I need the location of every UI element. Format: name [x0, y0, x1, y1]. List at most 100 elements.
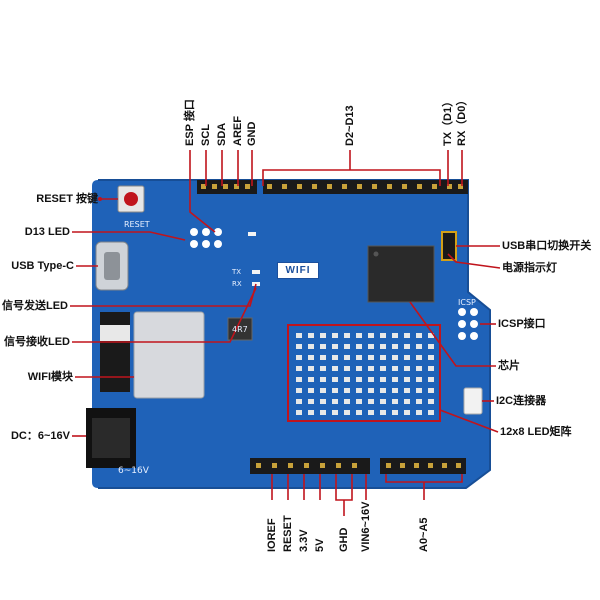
matrix-led: [308, 344, 314, 349]
matrix-led: [380, 388, 386, 393]
matrix-led: [428, 366, 434, 371]
matrix-led: [296, 388, 302, 393]
matrix-led: [392, 377, 398, 382]
matrix-led: [320, 333, 326, 338]
label-d2-d13: D2~D13: [344, 105, 356, 146]
main-chip: [367, 245, 435, 303]
matrix-led: [380, 377, 386, 382]
label-led-matrix: 12x8 LED矩阵: [500, 426, 572, 438]
matrix-led: [368, 399, 374, 404]
label-icsp: ICSP接口: [498, 318, 546, 330]
matrix-led: [428, 410, 434, 415]
matrix-led: [368, 410, 374, 415]
matrix-led: [320, 344, 326, 349]
matrix-led: [356, 399, 362, 404]
label-3v3: 3.3V: [298, 529, 310, 552]
label-5v: 5V: [314, 538, 326, 552]
matrix-led: [308, 333, 314, 338]
board-text-inductor: 4R7: [232, 325, 248, 334]
matrix-led: [320, 399, 326, 404]
matrix-led: [392, 410, 398, 415]
label-gnd: GND: [246, 121, 258, 146]
matrix-led: [416, 410, 422, 415]
matrix-led: [296, 344, 302, 349]
matrix-led: [368, 366, 374, 371]
label-a0-a5: A0~A5: [418, 517, 430, 552]
label-vin: VIN6~16V: [360, 501, 372, 552]
matrix-led: [380, 333, 386, 338]
label-tx-led: 信号发送LED: [2, 300, 68, 312]
matrix-led: [308, 377, 314, 382]
board-text-reset: RESET: [124, 220, 150, 229]
matrix-led: [344, 344, 350, 349]
matrix-led: [380, 366, 386, 371]
matrix-led: [368, 344, 374, 349]
d13-led: [248, 232, 256, 236]
matrix-led: [344, 355, 350, 360]
matrix-led: [368, 377, 374, 382]
matrix-led: [368, 355, 374, 360]
matrix-led: [368, 388, 374, 393]
matrix-led: [416, 344, 422, 349]
bottom-header-analog: [380, 458, 466, 474]
matrix-led: [320, 355, 326, 360]
label-power-led: 电源指示灯: [502, 262, 557, 274]
matrix-led: [344, 399, 350, 404]
matrix-led: [404, 399, 410, 404]
matrix-led: [428, 388, 434, 393]
matrix-led: [308, 399, 314, 404]
matrix-led: [356, 344, 362, 349]
matrix-led: [416, 366, 422, 371]
matrix-led: [296, 355, 302, 360]
matrix-led: [392, 333, 398, 338]
matrix-led: [404, 333, 410, 338]
matrix-led: [416, 388, 422, 393]
led-matrix-grid: [296, 333, 434, 415]
label-usb-switch: USB串口切换开关: [502, 240, 592, 252]
matrix-led: [320, 377, 326, 382]
label-esp-header: ESP 接口: [184, 99, 196, 146]
matrix-led: [392, 399, 398, 404]
matrix-led: [344, 377, 350, 382]
matrix-led: [404, 410, 410, 415]
matrix-led: [380, 410, 386, 415]
matrix-led: [332, 410, 338, 415]
tx-led: [252, 270, 260, 274]
board-text-rx: RX: [232, 280, 242, 288]
label-rx-d0: RX（D0）: [456, 94, 468, 146]
matrix-led: [356, 388, 362, 393]
icsp-header: [458, 308, 478, 340]
label-dc-jack: DC：6~16V: [10, 430, 70, 442]
matrix-led: [392, 366, 398, 371]
matrix-led: [428, 399, 434, 404]
top-header-right: [263, 180, 468, 194]
board-text-icsp: ICSP: [458, 298, 476, 307]
matrix-led: [296, 410, 302, 415]
pointer-lines: [70, 150, 501, 516]
matrix-led: [332, 366, 338, 371]
board-text-wifi: WIFI: [277, 262, 319, 279]
label-reset-button: RESET 按键: [36, 193, 98, 205]
matrix-led: [356, 355, 362, 360]
matrix-led: [356, 366, 362, 371]
label-chip: 芯片: [498, 360, 520, 372]
matrix-led: [332, 399, 338, 404]
wifi-module: [133, 311, 205, 399]
label-d13-led: D13 LED: [24, 226, 70, 238]
matrix-led: [356, 410, 362, 415]
matrix-led: [332, 377, 338, 382]
matrix-led: [416, 399, 422, 404]
matrix-led: [344, 388, 350, 393]
label-wifi-module: WIFI模块: [27, 371, 73, 383]
label-reset-pin: RESET: [282, 515, 294, 552]
matrix-led: [404, 388, 410, 393]
label-rx-led: 信号接收LED: [4, 336, 70, 348]
matrix-led: [320, 366, 326, 371]
label-sda: SDA: [216, 122, 228, 146]
label-aref: AREF: [232, 116, 244, 146]
matrix-led: [296, 399, 302, 404]
matrix-led: [416, 377, 422, 382]
matrix-led: [404, 344, 410, 349]
